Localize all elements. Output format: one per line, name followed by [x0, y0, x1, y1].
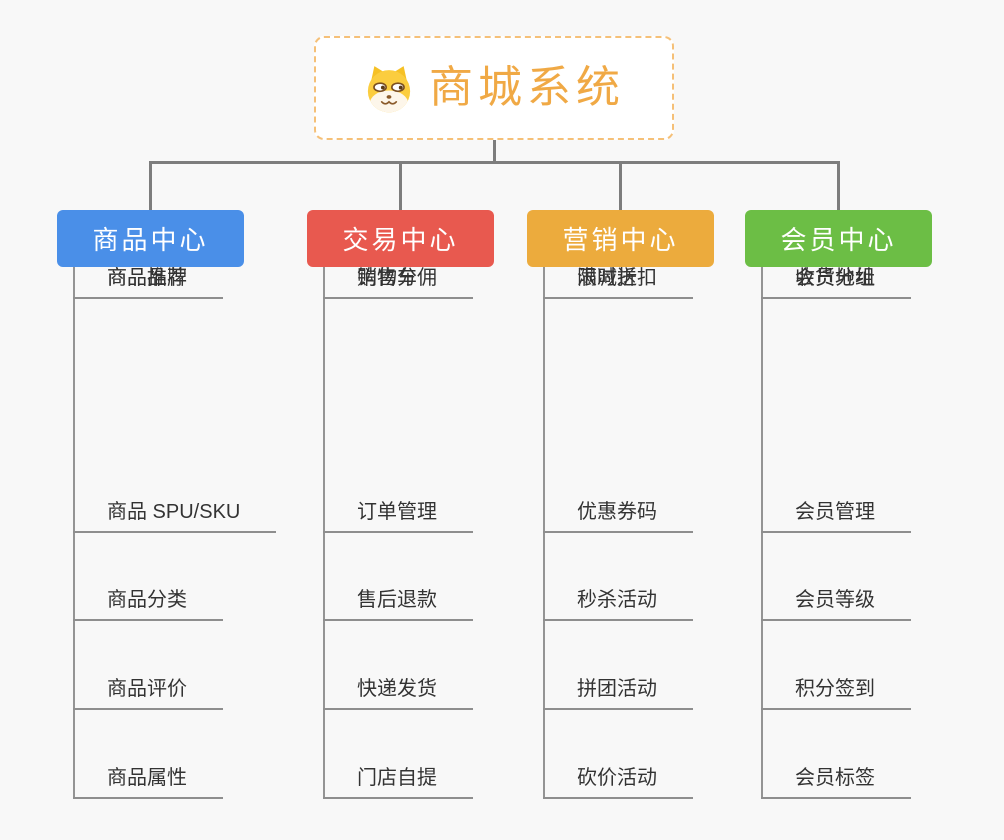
- child-node[interactable]: 门店自提: [323, 767, 473, 799]
- child-node[interactable]: 订单管理: [323, 501, 473, 533]
- child-node[interactable]: 商品属性: [73, 767, 223, 799]
- connector-stub-trade: [399, 161, 402, 210]
- child-node[interactable]: 销售分佣: [323, 267, 473, 299]
- root-node[interactable]: 商城系统: [314, 36, 674, 140]
- child-node[interactable]: 商品分类: [73, 589, 223, 621]
- child-node[interactable]: 会员管理: [761, 501, 911, 533]
- shiba-dog-icon: [363, 62, 415, 114]
- root-title: 商城系统: [429, 63, 625, 112]
- child-node[interactable]: 砍价活动: [543, 767, 693, 799]
- branch-node-product-center[interactable]: 商品中心: [57, 210, 244, 267]
- connector-stub-marketing: [619, 161, 622, 210]
- child-node[interactable]: 商品评价: [73, 678, 223, 710]
- child-node[interactable]: 优惠券码: [543, 501, 693, 533]
- branch-connector-line: [543, 267, 545, 799]
- branch-column-product: 商品中心 商品 SPU/SKU 商品分类 商品评价 商品属性 商品推荐 商品品牌: [57, 210, 292, 820]
- branch-node-member-center[interactable]: 会员中心: [745, 210, 932, 267]
- branch-column-member: 会员中心 会员管理 会员等级 积分签到 会员标签 会员分组 收货地址: [745, 210, 980, 820]
- branch-node-trade-center[interactable]: 交易中心: [307, 210, 494, 267]
- branch-column-marketing: 营销中心 优惠券码 秒杀活动 拼团活动 砍价活动 限时折扣 满减送: [527, 210, 762, 820]
- connector-stub-product: [149, 161, 152, 210]
- branch-connector-line: [73, 267, 75, 799]
- child-node[interactable]: 会员等级: [761, 589, 911, 621]
- child-node[interactable]: 收货地址: [761, 267, 911, 299]
- branch-node-marketing-center[interactable]: 营销中心: [527, 210, 714, 267]
- branch-connector-line: [761, 267, 763, 799]
- connector-stub-member: [837, 161, 840, 210]
- child-node[interactable]: 积分签到: [761, 678, 911, 710]
- child-node[interactable]: 秒杀活动: [543, 589, 693, 621]
- branch-connector-line: [323, 267, 325, 799]
- child-node[interactable]: 商品品牌: [73, 267, 223, 299]
- child-node[interactable]: 售后退款: [323, 589, 473, 621]
- connector-trunk: [149, 161, 840, 164]
- child-node[interactable]: 拼团活动: [543, 678, 693, 710]
- child-node[interactable]: 快递发货: [323, 678, 473, 710]
- branch-column-trade: 交易中心 订单管理 售后退款 快递发货 门店自提 购物车 销售分佣: [307, 210, 542, 820]
- child-node[interactable]: 商品 SPU/SKU: [73, 501, 277, 533]
- child-node[interactable]: 满减送: [543, 267, 673, 299]
- connector-root-stub: [493, 139, 496, 162]
- child-node[interactable]: 会员标签: [761, 767, 911, 799]
